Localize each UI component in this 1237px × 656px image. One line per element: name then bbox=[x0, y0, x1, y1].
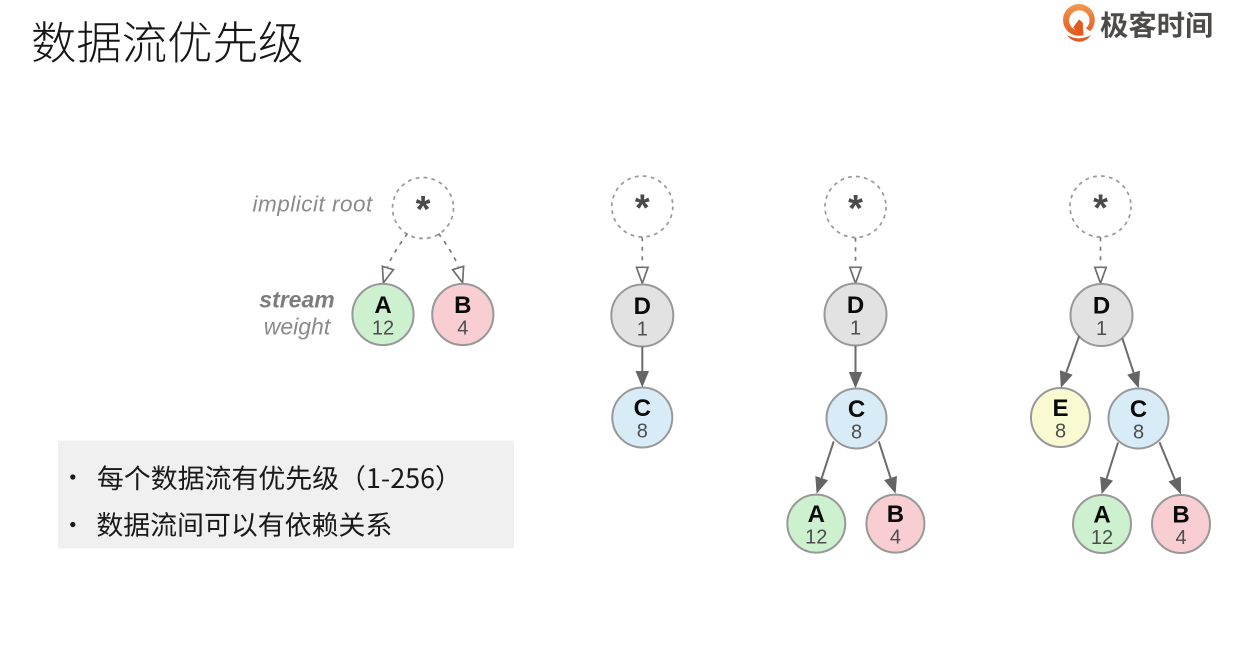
svg-text:12: 12 bbox=[372, 318, 394, 340]
svg-text:4: 4 bbox=[457, 318, 468, 340]
svg-text:*: * bbox=[416, 189, 431, 231]
svg-text:D: D bbox=[1093, 293, 1110, 320]
svg-text:A: A bbox=[1093, 502, 1110, 529]
svg-text:8: 8 bbox=[851, 422, 862, 444]
svg-text:1: 1 bbox=[1096, 318, 1107, 340]
svg-text:weight: weight bbox=[264, 314, 332, 340]
svg-text:*: * bbox=[848, 188, 863, 230]
svg-text:E: E bbox=[1052, 395, 1068, 422]
svg-text:D: D bbox=[847, 292, 864, 319]
svg-text:12: 12 bbox=[1091, 527, 1113, 549]
svg-text:1: 1 bbox=[637, 319, 648, 341]
svg-text:B: B bbox=[887, 501, 904, 528]
svg-text:C: C bbox=[634, 395, 651, 422]
svg-text:stream: stream bbox=[259, 287, 334, 313]
svg-text:C: C bbox=[1130, 396, 1147, 423]
svg-text:C: C bbox=[848, 396, 865, 423]
svg-text:12: 12 bbox=[805, 527, 827, 549]
svg-text:implicit root: implicit root bbox=[253, 192, 375, 217]
svg-text:8: 8 bbox=[1055, 421, 1066, 443]
svg-text:8: 8 bbox=[637, 421, 648, 443]
svg-text:8: 8 bbox=[1133, 422, 1144, 444]
svg-text:B: B bbox=[1172, 502, 1189, 529]
svg-text:B: B bbox=[454, 292, 471, 319]
svg-text:A: A bbox=[808, 501, 825, 528]
svg-text:*: * bbox=[1093, 187, 1108, 229]
svg-text:*: * bbox=[635, 187, 650, 229]
svg-text:4: 4 bbox=[890, 527, 901, 549]
svg-text:D: D bbox=[634, 293, 651, 320]
svg-text:1: 1 bbox=[850, 318, 861, 340]
svg-text:4: 4 bbox=[1175, 527, 1186, 549]
svg-text:A: A bbox=[374, 292, 391, 319]
